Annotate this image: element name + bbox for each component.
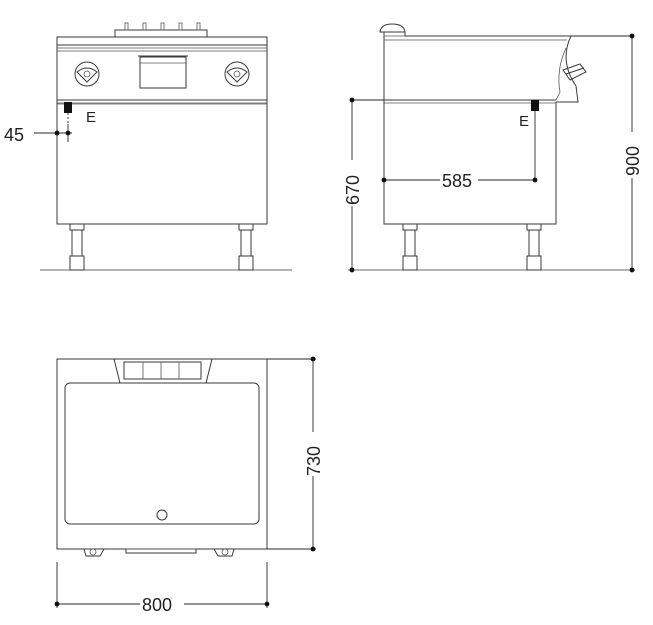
dim-585-label: 585 <box>442 171 472 191</box>
front-view: E 45 <box>4 22 292 271</box>
front-right-knob <box>224 61 250 87</box>
top-front-knobs <box>83 548 235 557</box>
side-connection-label: E <box>519 113 529 130</box>
front-hob-rim <box>56 36 268 46</box>
front-cabinet-body <box>56 99 268 225</box>
top-drain-hole <box>156 509 168 521</box>
dim-45-label: 45 <box>4 125 24 145</box>
side-left-leg <box>402 223 418 271</box>
top-cooking-plate <box>64 382 260 525</box>
front-right-leg <box>238 223 254 271</box>
front-left-leg <box>69 223 85 271</box>
side-right-leg <box>526 223 542 271</box>
front-top-knobs <box>114 22 208 38</box>
top-view: 730 800 <box>54 356 324 615</box>
front-connection-square <box>64 102 72 113</box>
side-body-outline <box>383 31 579 225</box>
dim-670-label: 670 <box>343 175 363 205</box>
dim-900-label: 900 <box>623 146 643 176</box>
front-display-panel <box>139 56 187 89</box>
dim-730-label: 730 <box>304 446 324 476</box>
front-left-knob <box>74 61 100 87</box>
top-flue <box>113 358 213 384</box>
side-view: E 585 670 900 <box>343 23 643 273</box>
side-connection-square <box>531 100 539 111</box>
side-rear-knob <box>379 23 406 33</box>
side-knob <box>562 63 587 81</box>
front-connection-label: E <box>86 109 96 126</box>
dim-800-label: 800 <box>142 595 172 615</box>
